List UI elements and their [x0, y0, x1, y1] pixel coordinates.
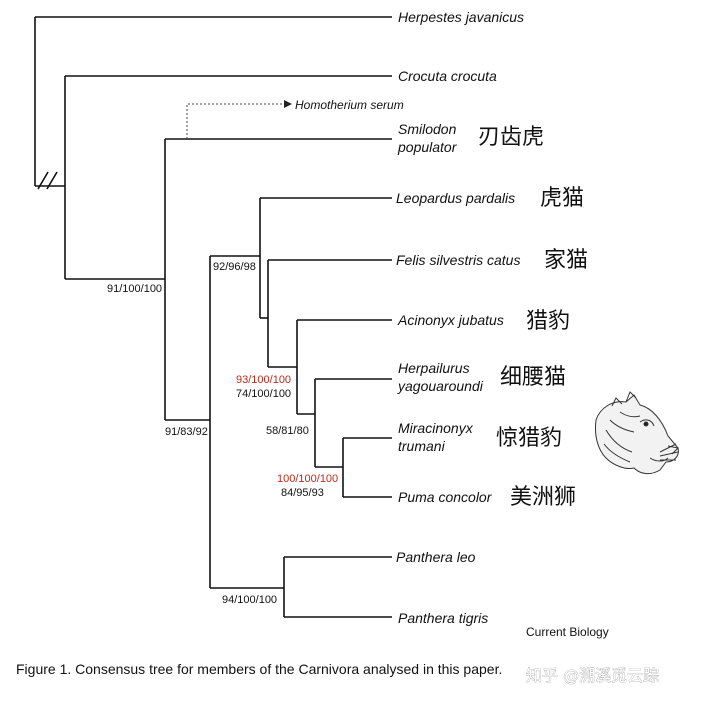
support-acinonyx-clade-black: 74/100/100 [236, 388, 291, 400]
taxon-leopardus: Leopardus pardalis [396, 190, 515, 206]
taxon-acinonyx: Acinonyx jubatus [397, 312, 504, 328]
arrow-homotherium [284, 100, 292, 108]
taxon-felis: Felis silvestris catus [396, 252, 520, 268]
taxon-crocuta: Crocuta crocuta [398, 68, 497, 84]
taxon-labels: Herpestes javanicus Crocuta crocuta Homo… [295, 9, 524, 626]
taxon-smilodon-genus: Smilodon [398, 121, 457, 137]
support-felidae-crown: 91/83/92 [165, 426, 208, 438]
tree-branches [34, 16, 392, 618]
branch-homotherium-dotted [186, 103, 286, 139]
cn-leopardus: 虎猫 [540, 186, 584, 211]
taxon-puma: Puma concolor [398, 489, 493, 505]
cn-miracinonyx: 惊猎豹 [496, 426, 562, 451]
cn-felis: 家猫 [544, 248, 588, 273]
figure-caption: Figure 1. Consensus tree for members of … [16, 661, 502, 677]
cat-head-illustration [595, 391, 680, 475]
chinese-labels: 刃齿虎 虎猫 家猫 猎豹 细腰猫 惊猎豹 美洲狮 [478, 125, 588, 510]
taxon-leo: Panthera leo [396, 549, 476, 565]
support-panthera: 94/100/100 [222, 594, 277, 606]
taxon-herpailurus-species: yagouaroundi [397, 378, 484, 394]
cn-herpailurus: 细腰猫 [500, 365, 566, 390]
support-felinae: 92/96/98 [213, 261, 256, 273]
cn-puma: 美洲狮 [510, 485, 576, 510]
taxon-herpailurus-genus: Herpailurus [398, 360, 470, 376]
cn-acinonyx: 猎豹 [526, 309, 570, 334]
support-puma-clade-red: 100/100/100 [277, 473, 338, 485]
watermark: 知乎 @溯溪觅云踪 [526, 666, 659, 685]
taxon-smilodon-species: populator [397, 139, 458, 155]
credit-label: Current Biology [526, 625, 609, 639]
taxon-miracinonyx-species: trumani [398, 438, 446, 454]
support-acinonyx-clade-red: 93/100/100 [236, 374, 291, 386]
taxon-tigris: Panthera tigris [398, 610, 488, 626]
support-values: 91/100/100 91/83/92 92/96/98 93/100/100 … [107, 261, 338, 606]
support-crocuta-split: 91/100/100 [107, 283, 162, 295]
support-herpailurus-clade: 58/81/80 [266, 425, 309, 437]
branch-break-mark [37, 171, 58, 190]
cn-smilodon: 刃齿虎 [478, 125, 544, 150]
taxon-herpestes: Herpestes javanicus [398, 9, 524, 25]
taxon-miracinonyx-genus: Miracinonyx [398, 420, 474, 436]
taxon-homotherium: Homotherium serum [295, 98, 404, 112]
support-puma-clade-black: 84/95/93 [281, 487, 324, 499]
